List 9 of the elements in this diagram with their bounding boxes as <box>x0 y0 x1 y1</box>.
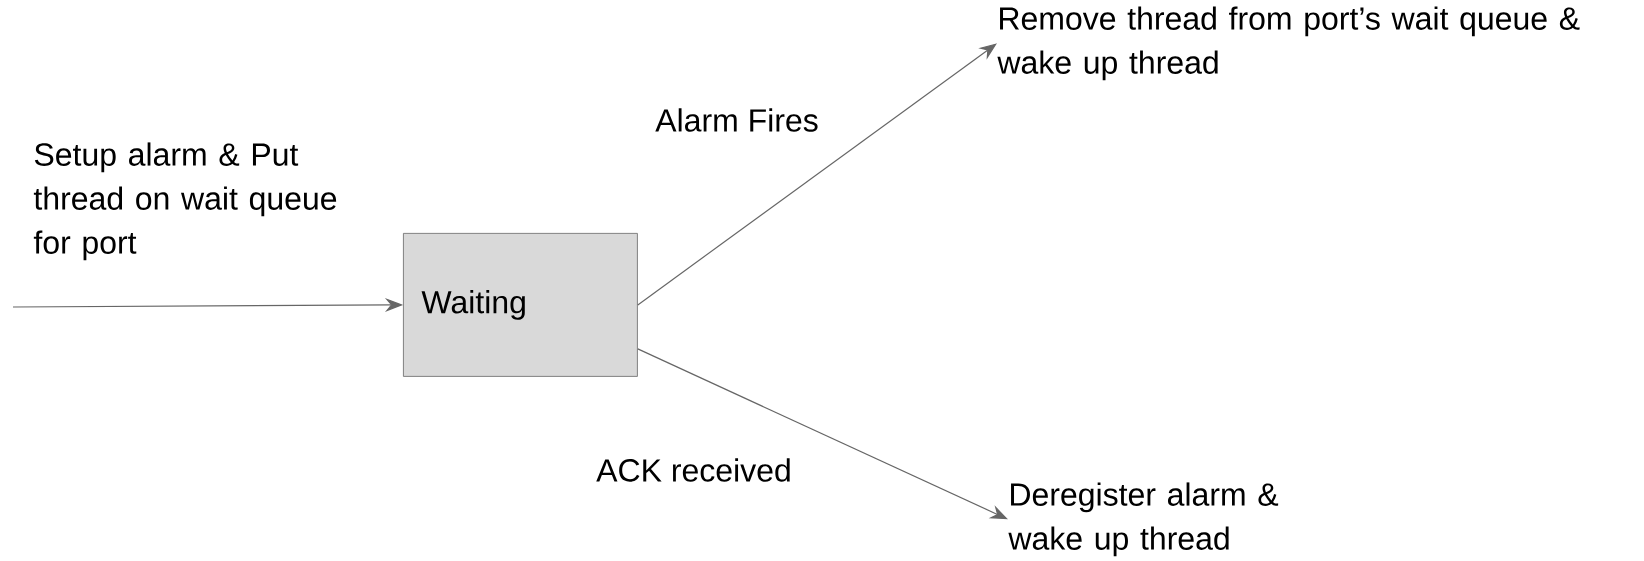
action-text: Deregister alarm & wake up thread <box>1008 482 1279 557</box>
edge-label: Alarm Fires <box>653 106 821 134</box>
arrow <box>637 348 1008 520</box>
state-label: Waiting <box>421 290 525 320</box>
edge-label: Setup alarm & Put thread on wait queue for port <box>31 140 356 263</box>
arrow <box>637 43 997 306</box>
edge-label: ACK received <box>594 456 794 484</box>
state-box <box>403 233 638 377</box>
action-text: Remove thread from port’s wait queue & wake up thread <box>997 6 1580 81</box>
